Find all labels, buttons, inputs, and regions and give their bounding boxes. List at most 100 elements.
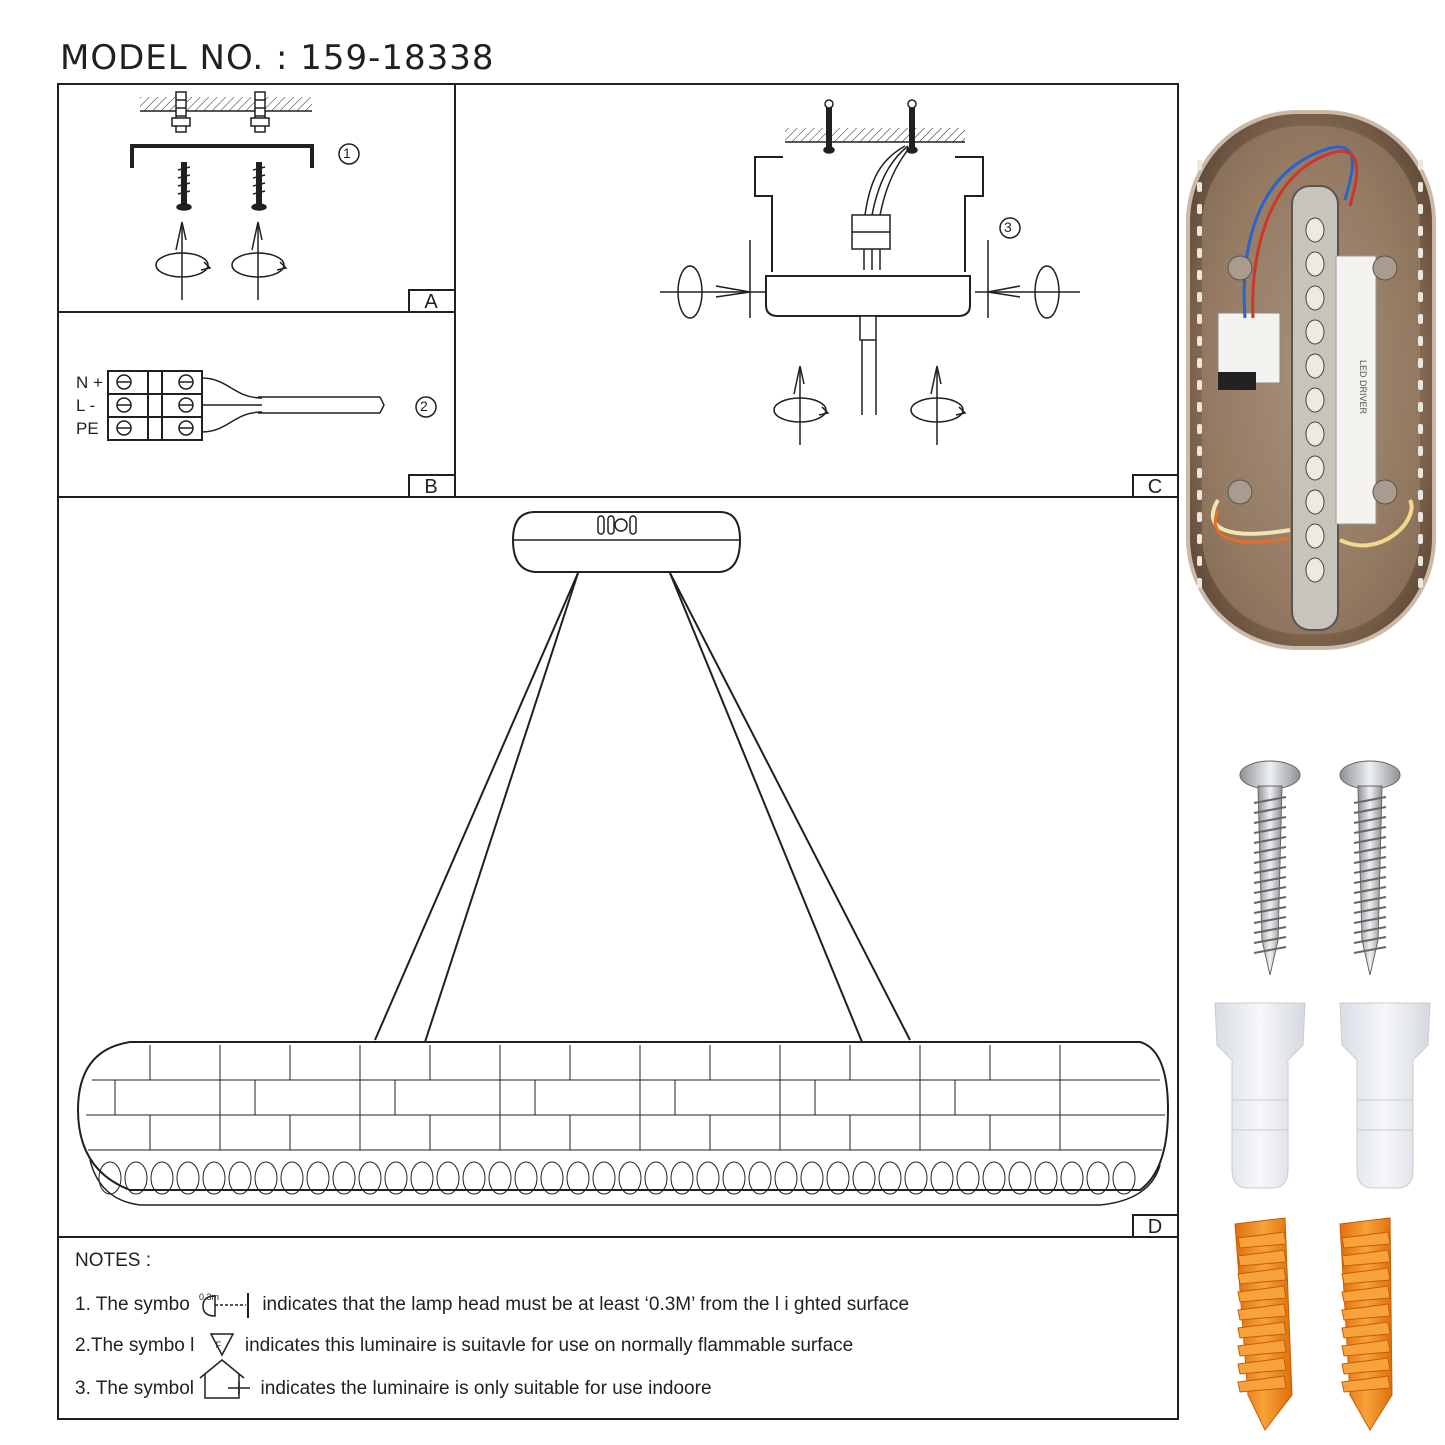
screw-thread bbox=[1353, 856, 1387, 864]
step-circle-2 bbox=[415, 396, 437, 418]
screw-thread bbox=[1253, 926, 1287, 934]
crystal-bead bbox=[566, 1161, 590, 1195]
strip-hole bbox=[1305, 285, 1325, 311]
screw-thread bbox=[1353, 836, 1387, 844]
anchor-rib bbox=[1237, 1249, 1287, 1267]
distance-symbol bbox=[202, 1293, 249, 1318]
screw-thread bbox=[1253, 866, 1287, 874]
note-1: 1. The symbo 0.3m indicates that the lam… bbox=[75, 1292, 910, 1316]
crystal-bead bbox=[904, 1161, 928, 1195]
label-box-a bbox=[408, 289, 455, 312]
screw-thread bbox=[1253, 936, 1287, 944]
anchor-rib bbox=[1237, 1231, 1287, 1249]
strip-hole bbox=[1305, 353, 1325, 379]
crystal-bead bbox=[176, 1161, 200, 1195]
screw-thread bbox=[1253, 896, 1287, 904]
anchor-rib bbox=[1341, 1249, 1391, 1267]
crystal-bead bbox=[514, 1161, 538, 1195]
screw-thread bbox=[1353, 806, 1387, 814]
anchor-rib bbox=[1341, 1339, 1391, 1357]
screw-thread bbox=[1253, 846, 1287, 854]
screw-thread bbox=[1253, 916, 1287, 924]
canopy-edge-hole bbox=[1197, 424, 1202, 434]
wall-anchor-a2 bbox=[250, 91, 270, 133]
canopy-edge-hole bbox=[1197, 556, 1202, 566]
mounting-bracket bbox=[130, 144, 314, 168]
canopy-edge-hole bbox=[1418, 578, 1423, 588]
strip-hole bbox=[1305, 217, 1325, 243]
canopy-edge-hole bbox=[1418, 292, 1423, 302]
crystal-bead bbox=[202, 1161, 226, 1195]
screw-thread bbox=[1253, 816, 1287, 824]
screw-thread bbox=[1253, 806, 1287, 814]
anchor-rib bbox=[1237, 1375, 1287, 1393]
crystal-bead bbox=[1060, 1161, 1084, 1195]
panel-a-diagram bbox=[130, 91, 360, 300]
panel-label-d: D bbox=[1147, 1216, 1163, 1238]
canopy-edge-hole bbox=[1197, 490, 1202, 500]
canopy-edge-hole bbox=[1197, 270, 1202, 280]
wall-plug-photo-2 bbox=[1339, 1217, 1393, 1431]
canopy-edge-hole bbox=[1197, 446, 1202, 456]
anchor-rib bbox=[1237, 1357, 1287, 1375]
canopy-edge-hole bbox=[1418, 182, 1423, 192]
canopy-edge-hole bbox=[1418, 248, 1423, 258]
crystal-bead bbox=[540, 1161, 564, 1195]
rotate-arrow-c2 bbox=[910, 365, 967, 445]
crystal-bead bbox=[722, 1161, 746, 1195]
screw-thread bbox=[1353, 826, 1387, 834]
label-box-d bbox=[1132, 1214, 1178, 1237]
model-number-title: MODEL NO. : 159-18338 bbox=[60, 38, 495, 78]
crystal-bead bbox=[98, 1161, 122, 1195]
crystal-bead bbox=[306, 1161, 330, 1195]
canopy-edge-hole bbox=[1418, 424, 1423, 434]
screw-thread bbox=[1353, 866, 1387, 874]
crystal-bead bbox=[956, 1161, 980, 1195]
note-2: 2.The symbo l F indicates this luminaire… bbox=[75, 1335, 853, 1357]
screw-thread bbox=[1353, 876, 1387, 884]
suspension-wire-left-outer bbox=[374, 572, 579, 1041]
crystal-bead bbox=[280, 1161, 304, 1195]
canopy-edge-hole bbox=[1418, 446, 1423, 456]
crystal-bead bbox=[774, 1161, 798, 1195]
canopy-d bbox=[511, 511, 742, 573]
canopy-edge-hole bbox=[1197, 380, 1202, 390]
canopy-edge-hole bbox=[1197, 358, 1202, 368]
side-arrow-right bbox=[975, 240, 1080, 319]
crystal-bead bbox=[592, 1161, 616, 1195]
suspension-wire-right-inner bbox=[669, 572, 863, 1043]
step-number-2: 2 bbox=[420, 398, 428, 414]
crystal-bead bbox=[1008, 1161, 1032, 1195]
canopy-edge-hole bbox=[1418, 534, 1423, 544]
rotate-arrow-a1 bbox=[155, 221, 212, 300]
screw-thread bbox=[1353, 906, 1387, 914]
screw-thread bbox=[1353, 926, 1387, 934]
panel-d-diagram bbox=[76, 511, 1170, 1206]
crystal-bead bbox=[150, 1161, 174, 1195]
canopy-edge-hole bbox=[1418, 380, 1423, 390]
strip-hole bbox=[1305, 557, 1325, 583]
canopy-edge-hole bbox=[1418, 512, 1423, 522]
canopy-edge-hole bbox=[1418, 270, 1423, 280]
screw-thread bbox=[1253, 886, 1287, 894]
screw-photo-2 bbox=[1339, 760, 1401, 976]
canopy-edge-hole bbox=[1418, 226, 1423, 236]
canopy-c bbox=[765, 275, 971, 317]
screw-thread bbox=[1353, 896, 1387, 904]
screw-thread bbox=[1353, 886, 1387, 894]
anchor-rib bbox=[1341, 1357, 1391, 1375]
panel-label-a: A bbox=[424, 291, 438, 313]
step-circle-3 bbox=[999, 217, 1021, 239]
mount-plate-left bbox=[754, 156, 773, 272]
canopy-edge-hole bbox=[1418, 336, 1423, 346]
strip-hole bbox=[1305, 421, 1325, 447]
note-1-end: indicates that the lamp head must be at … bbox=[262, 1294, 910, 1315]
crystal-bead bbox=[228, 1161, 252, 1195]
step-number-3: 3 bbox=[1004, 219, 1012, 235]
crystal-bead bbox=[1112, 1161, 1136, 1195]
note-3-end: indicates the luminaire is only suitable… bbox=[260, 1378, 712, 1399]
crystal-grid bbox=[86, 1079, 1165, 1151]
ceiling-hatch-a bbox=[140, 97, 312, 111]
screw-thread bbox=[1253, 796, 1287, 804]
